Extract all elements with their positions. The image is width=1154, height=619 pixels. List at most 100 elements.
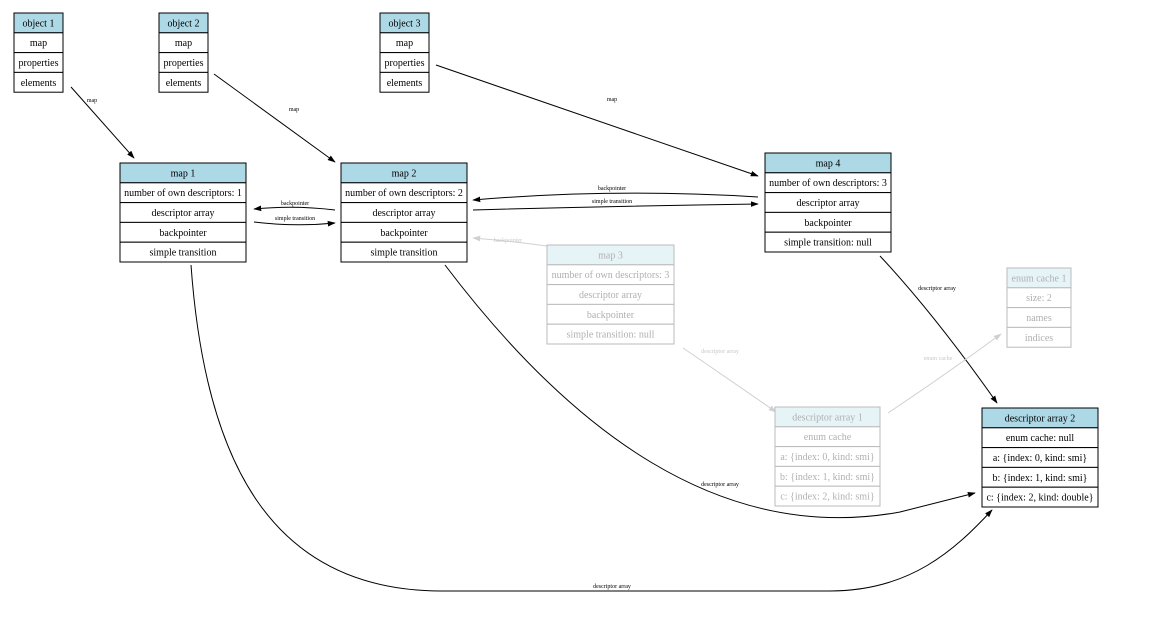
node-object1: object 1 map properties elements (13, 12, 64, 93)
node-row (546, 323, 675, 345)
edge-label: backpointer (281, 201, 309, 207)
edge-map4-map2-back: backpointer (472, 186, 759, 203)
node-row (379, 71, 430, 93)
edge-desc1-enum1: enum cache (887, 333, 1002, 414)
node-field: number of own descriptors: 2 (345, 188, 463, 199)
edge-label: simple transition (275, 216, 315, 222)
node-title: descriptor array 1 (792, 412, 863, 423)
edge-label: descriptor array (701, 349, 739, 355)
node-row (1006, 326, 1072, 348)
node-row (981, 486, 1099, 508)
node-field: backpointer (587, 310, 635, 321)
node-field: size: 2 (1026, 293, 1052, 304)
edge-label: map (289, 107, 299, 113)
edge-obj2-map: map (213, 73, 336, 163)
nodes-layer: object 1 map properties elements object 2 map… (13, 12, 1099, 508)
edge-line (444, 264, 976, 519)
edge-line (70, 86, 135, 159)
edge-map3-desc1: descriptor array (682, 347, 777, 413)
edge-obj1-map: map (70, 86, 135, 159)
node-field: simple transition: null (784, 238, 872, 249)
edge-map1-desc2: descriptor array (190, 264, 993, 592)
edge-label: simple transition (592, 199, 632, 205)
node-object3: object 3 map properties elements (379, 12, 430, 93)
edge-map2-map4-trans: simple transition (472, 199, 759, 211)
node-map4: map 4 number of own descriptors: 3 descrip… (764, 152, 892, 253)
node-map1: map 1 number of own descriptors: 1 descrip… (119, 162, 247, 263)
node-title: map 3 (598, 250, 623, 261)
node-field: c: {index: 2, kind: smi} (780, 492, 874, 503)
node-field: enum cache: null (1006, 433, 1075, 444)
node-title: object 3 (389, 18, 421, 29)
edge-map4-desc2: descriptor array (879, 255, 998, 404)
edge-map1-map2-trans: simple transition (253, 216, 336, 227)
node-row (764, 231, 892, 253)
node-field: elements (166, 78, 202, 89)
node-field: backpointer (804, 218, 852, 229)
edge-map3-map2-back: backpointer (472, 235, 548, 247)
node-row (13, 71, 64, 93)
node-title: enum cache 1 (1012, 273, 1067, 284)
edge-line (253, 220, 336, 227)
node-field: b: {index: 1, kind: smi} (780, 472, 875, 483)
edge-map2-desc2: descriptor array (444, 264, 976, 519)
node-row (774, 485, 881, 507)
node-field: number of own descriptors: 3 (769, 178, 887, 189)
node-title: map 2 (392, 168, 417, 179)
edge-label: map (607, 97, 617, 103)
node-field: backpointer (159, 228, 207, 239)
node-field: elements (21, 78, 57, 89)
node-field: backpointer (380, 228, 428, 239)
edge-obj3-map: map (435, 64, 759, 177)
node-desc1: descriptor array 1 enum cache a: {index: 0… (774, 406, 881, 507)
node-field: c: {index: 2, kind: double} (986, 493, 1093, 504)
node-row (340, 241, 468, 263)
edge-line (435, 64, 759, 177)
node-row (119, 241, 247, 263)
edge-map2-map1-back: backpointer (253, 201, 336, 212)
node-field: number of own descriptors: 1 (124, 188, 242, 199)
node-field: properties (385, 58, 425, 69)
node-title: object 2 (168, 18, 200, 29)
node-title: map 4 (816, 158, 841, 169)
node-map2: map 2 number of own descriptors: 2 descrip… (340, 162, 468, 263)
node-field: a: {index: 0, kind: smi} (993, 453, 1087, 464)
node-field: descriptor array (151, 208, 214, 219)
node-field: indices (1025, 333, 1053, 344)
edge-line (472, 201, 759, 211)
node-enum1: enum cache 1 size: 2 names indices (1006, 267, 1072, 348)
edge-label: map (87, 98, 97, 104)
node-field: elements (387, 78, 423, 89)
edge-line (253, 205, 336, 212)
node-field: enum cache (804, 432, 852, 443)
edge-label: backpointer (494, 238, 522, 244)
node-title: object 1 (23, 18, 55, 29)
edge-label: descriptor array (593, 584, 631, 590)
edge-line (190, 264, 993, 592)
node-field: simple transition: null (567, 330, 655, 341)
node-field: descriptor array (579, 290, 642, 301)
edge-line (887, 333, 1002, 414)
node-row (158, 71, 209, 93)
node-field: map (396, 38, 413, 49)
edge-line (472, 192, 759, 203)
node-field: descriptor array (372, 208, 435, 219)
node-field: a: {index: 0, kind: smi} (780, 452, 874, 463)
node-field: properties (164, 58, 204, 69)
node-title: map 1 (171, 168, 196, 179)
node-field: simple transition (150, 248, 217, 259)
node-field: properties (19, 58, 59, 69)
edge-label: backpointer (598, 186, 626, 192)
edges-layer: map map map backpointer simple transition bac… (70, 64, 1002, 592)
edge-label: descriptor array (918, 286, 956, 292)
edge-line (879, 255, 998, 404)
edge-line (682, 347, 777, 413)
node-field: descriptor array (796, 198, 859, 209)
node-field: map (175, 38, 192, 49)
node-field: map (30, 38, 47, 49)
node-field: names (1026, 313, 1052, 324)
node-title: descriptor array 2 (1005, 413, 1076, 424)
edge-label: descriptor array (701, 482, 739, 488)
